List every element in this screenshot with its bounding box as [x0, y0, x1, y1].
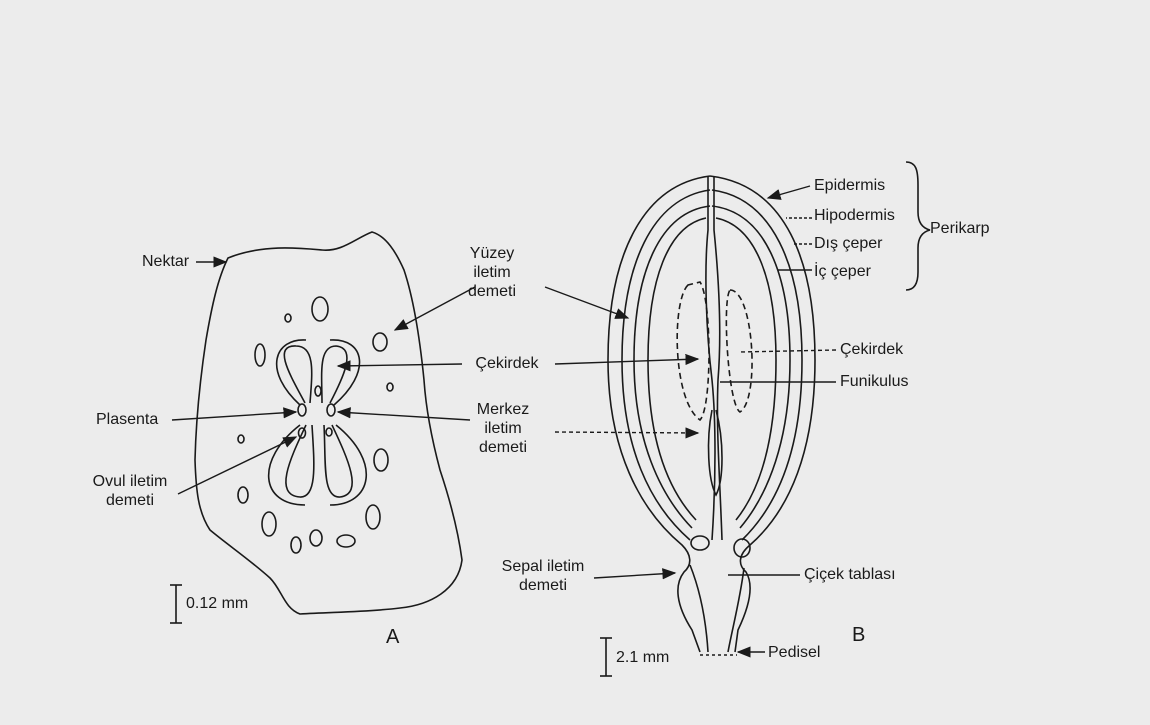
seed-outline	[677, 282, 752, 420]
label-sepal-line1: Sepal iletim	[492, 557, 594, 576]
locule-upper-left	[284, 346, 311, 403]
label-nektar: Nektar	[142, 252, 189, 271]
arrow-cekirdek-b-left	[555, 359, 698, 364]
label-hipodermis: Hipodermis	[814, 206, 895, 225]
locule-upper-right	[322, 346, 347, 403]
scale-bar-a	[170, 585, 182, 623]
ovary-outline	[195, 232, 462, 614]
arrow-sepal	[594, 573, 675, 578]
label-dis-ceper: Dış çeper	[814, 234, 882, 253]
label-cekirdek-right: Çekirdek	[840, 340, 903, 359]
panel-a-drawing	[195, 232, 462, 614]
label-perikarp: Perikarp	[930, 219, 990, 238]
label-sepal-line2: demeti	[492, 576, 594, 595]
panel-b-letter: B	[852, 626, 865, 645]
outer-wall-line	[634, 206, 790, 528]
hypodermis-line	[622, 190, 802, 540]
label-yuzey-line2: iletim	[462, 263, 522, 282]
arrow-cekirdek-a	[338, 364, 462, 366]
arrow-cekirdek-b-right	[740, 350, 836, 352]
label-merkez-line3: demeti	[470, 438, 536, 457]
label-ovul-line2: demeti	[82, 491, 178, 510]
label-funikulus: Funikulus	[840, 372, 908, 391]
arrow-merkez-a	[338, 412, 470, 420]
panel-a-letter: A	[386, 628, 399, 647]
label-ic-ceper: İç çeper	[814, 262, 871, 281]
label-cekirdek-center: Çekirdek	[462, 354, 552, 373]
panel-a-leaders	[172, 262, 475, 494]
scale-bar-b	[600, 638, 612, 676]
scale-b-text: 2.1 mm	[616, 648, 669, 667]
label-merkez-line1: Merkez	[470, 400, 536, 419]
label-yuzey-line1: Yüzey	[462, 244, 522, 263]
label-pedisel: Pedisel	[768, 643, 820, 662]
label-plasenta: Plasenta	[96, 410, 158, 429]
label-yuzey-line3: demeti	[462, 282, 522, 301]
perikarp-brace	[906, 162, 930, 290]
arrow-plasenta	[172, 412, 296, 420]
label-cicek-tablasi: Çiçek tablası	[804, 565, 896, 584]
locule-lower-left	[286, 425, 314, 497]
label-ovul-line1: Ovul iletim	[82, 472, 178, 491]
arrow-epidermis	[768, 186, 810, 198]
arrow-merkez-b	[555, 432, 698, 433]
inner-wall-line	[648, 218, 776, 520]
panel-b-drawing	[608, 176, 815, 655]
scale-a-text: 0.12 mm	[186, 594, 248, 613]
label-epidermis: Epidermis	[814, 176, 885, 195]
arrow-yuzey-b	[545, 287, 628, 318]
label-merkez-line2: iletim	[470, 419, 536, 438]
receptacle-bundle-left	[691, 536, 709, 550]
